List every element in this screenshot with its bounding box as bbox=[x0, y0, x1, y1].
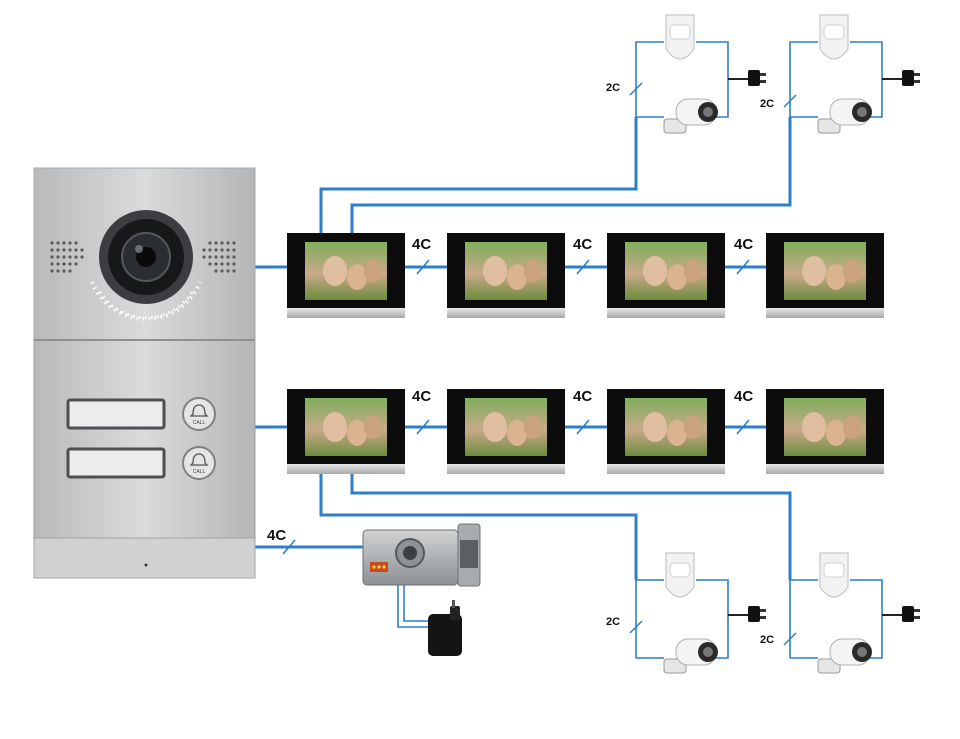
speaker-grille bbox=[50, 241, 236, 273]
power-adapter-icon bbox=[728, 606, 766, 622]
pir-sensor-icon bbox=[819, 552, 849, 598]
call-button-text: CALL bbox=[193, 420, 206, 426]
cable-label-2c: 2C bbox=[606, 616, 620, 628]
cctv-camera-icon bbox=[817, 98, 872, 134]
cable-label-4c: 4C bbox=[734, 236, 753, 253]
camera-group: 2C bbox=[606, 552, 766, 674]
pir-sensor-icon bbox=[665, 552, 695, 598]
cable-label-2c: 2C bbox=[606, 82, 620, 94]
indoor-monitor bbox=[766, 389, 884, 474]
cable-label-4c: 4C bbox=[734, 388, 753, 405]
electric-lock-icon bbox=[362, 523, 481, 587]
bell-icon bbox=[189, 404, 209, 417]
indoor-monitor bbox=[287, 233, 405, 318]
indoor-monitor bbox=[447, 233, 565, 318]
four-core-labels: 4C 4C 4C 4C 4C 4C 4C bbox=[267, 236, 753, 544]
camera-group: 2C bbox=[760, 552, 920, 674]
cable-slashes bbox=[282, 259, 750, 555]
power-adapter-icon bbox=[728, 70, 766, 86]
cctv-camera-icon bbox=[663, 98, 718, 134]
cctv-camera-icon bbox=[817, 638, 872, 674]
indoor-monitor bbox=[607, 389, 725, 474]
indoor-monitor bbox=[287, 389, 405, 474]
pir-sensor-icon bbox=[665, 14, 695, 60]
call-button[interactable]: CALL bbox=[182, 446, 216, 480]
name-plate bbox=[66, 398, 166, 430]
camera-group: 2C bbox=[606, 14, 766, 134]
indoor-monitor bbox=[447, 389, 565, 474]
cable-label-4c: 4C bbox=[412, 388, 431, 405]
door-station: CALL CALL bbox=[33, 167, 256, 579]
power-adapter-icon bbox=[882, 606, 920, 622]
power-adapter-icon bbox=[882, 70, 920, 86]
cctv-camera-icon bbox=[663, 638, 718, 674]
wires bbox=[255, 117, 792, 628]
cable-label-4c: 4C bbox=[573, 236, 592, 253]
camera-group: 2C bbox=[760, 14, 920, 134]
power-adapter-icon bbox=[428, 600, 462, 656]
cable-label-4c: 4C bbox=[412, 236, 431, 253]
cable-label-4c: 4C bbox=[267, 527, 286, 544]
cable-label-2c: 2C bbox=[760, 634, 774, 646]
indoor-monitor bbox=[607, 233, 725, 318]
call-button-text: CALL bbox=[193, 469, 206, 475]
monitors bbox=[287, 233, 884, 474]
call-button[interactable]: CALL bbox=[182, 397, 216, 431]
name-plate bbox=[66, 447, 166, 479]
cable-label-2c: 2C bbox=[760, 98, 774, 110]
cable-label-4c: 4C bbox=[573, 388, 592, 405]
door-camera-lens bbox=[99, 210, 193, 304]
bell-icon bbox=[189, 453, 209, 466]
indoor-monitor bbox=[766, 233, 884, 318]
pir-sensor-icon bbox=[819, 14, 849, 60]
